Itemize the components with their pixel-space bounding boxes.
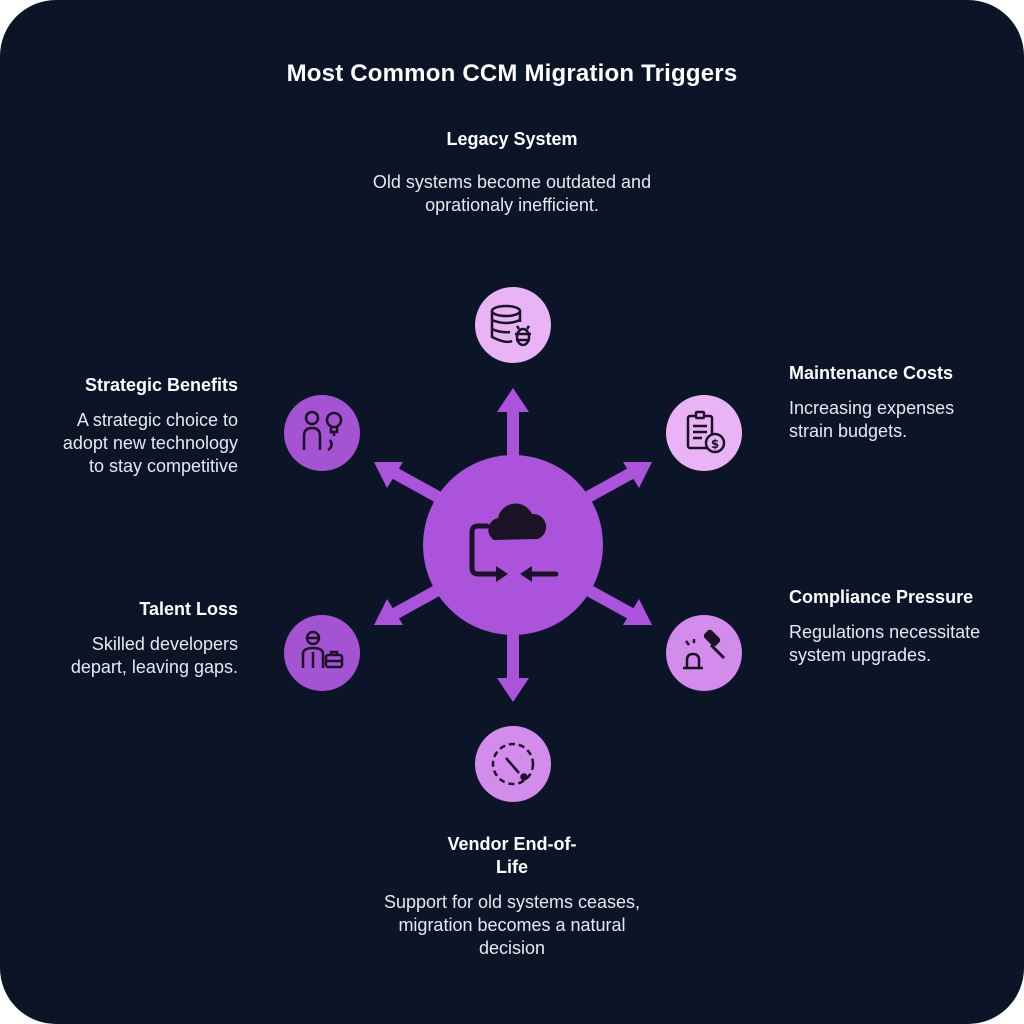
- arrow-lower-left: [374, 584, 441, 625]
- invoice-dollar-icon: $: [686, 410, 726, 454]
- database-bug-icon: [490, 304, 531, 347]
- trigger-maintenance: Maintenance Costs Increasing expenses st…: [789, 362, 999, 443]
- trigger-talent: Talent Loss Skilled developers depart, l…: [20, 598, 238, 679]
- arrow-upper-right: [585, 462, 652, 503]
- node-vendor: [475, 726, 551, 802]
- hub: [423, 455, 603, 635]
- arrow-upper-left: [374, 462, 441, 503]
- diagram-title: Most Common CCM Migration Triggers: [286, 60, 738, 87]
- trigger-maintenance-description: Increasing expenses strain budgets.: [789, 398, 955, 441]
- node-legacy: [475, 287, 551, 363]
- svg-text:$: $: [711, 437, 719, 451]
- trigger-compliance-description: Regulations necessitate system upgrades.: [789, 622, 981, 665]
- trigger-strategic: Strategic Benefits A strategic choice to…: [20, 374, 238, 478]
- trigger-maintenance-heading: Maintenance Costs: [789, 363, 954, 383]
- node-maintenance: $: [666, 395, 742, 471]
- people-idea-icon: [302, 410, 343, 452]
- trigger-legacy: Legacy System Old systems become outdate…: [362, 128, 662, 217]
- gavel-icon: [683, 629, 726, 670]
- trigger-talent-description: Skilled developers depart, leaving gaps.: [70, 634, 238, 677]
- trigger-compliance: Compliance Pressure Regulations necessit…: [789, 586, 999, 667]
- cloud-sync-icon: [469, 503, 559, 582]
- trigger-legacy-description: Old systems become outdated and opration…: [372, 172, 652, 215]
- trigger-compliance-heading: Compliance Pressure: [789, 587, 974, 607]
- trigger-vendor-description: Support for old systems ceases, migratio…: [383, 892, 641, 958]
- trigger-vendor-heading: Vendor End-of-Life: [447, 834, 577, 877]
- arrow-lower-right: [585, 584, 652, 625]
- trigger-strategic-description: A strategic choice to adopt new technolo…: [62, 410, 238, 476]
- node-talent: [284, 615, 360, 691]
- node-strategic: [284, 395, 360, 471]
- arrow-down: [497, 628, 529, 702]
- trigger-strategic-heading: Strategic Benefits: [84, 375, 238, 395]
- timer-end-icon: [491, 742, 535, 786]
- trigger-legacy-heading: Legacy System: [446, 129, 578, 149]
- trigger-talent-heading: Talent Loss: [139, 599, 238, 619]
- arrows: [374, 388, 652, 702]
- trigger-vendor: Vendor End-of-Life Support for old syste…: [352, 833, 672, 960]
- person-briefcase-icon: [301, 630, 344, 669]
- node-compliance: [666, 615, 742, 691]
